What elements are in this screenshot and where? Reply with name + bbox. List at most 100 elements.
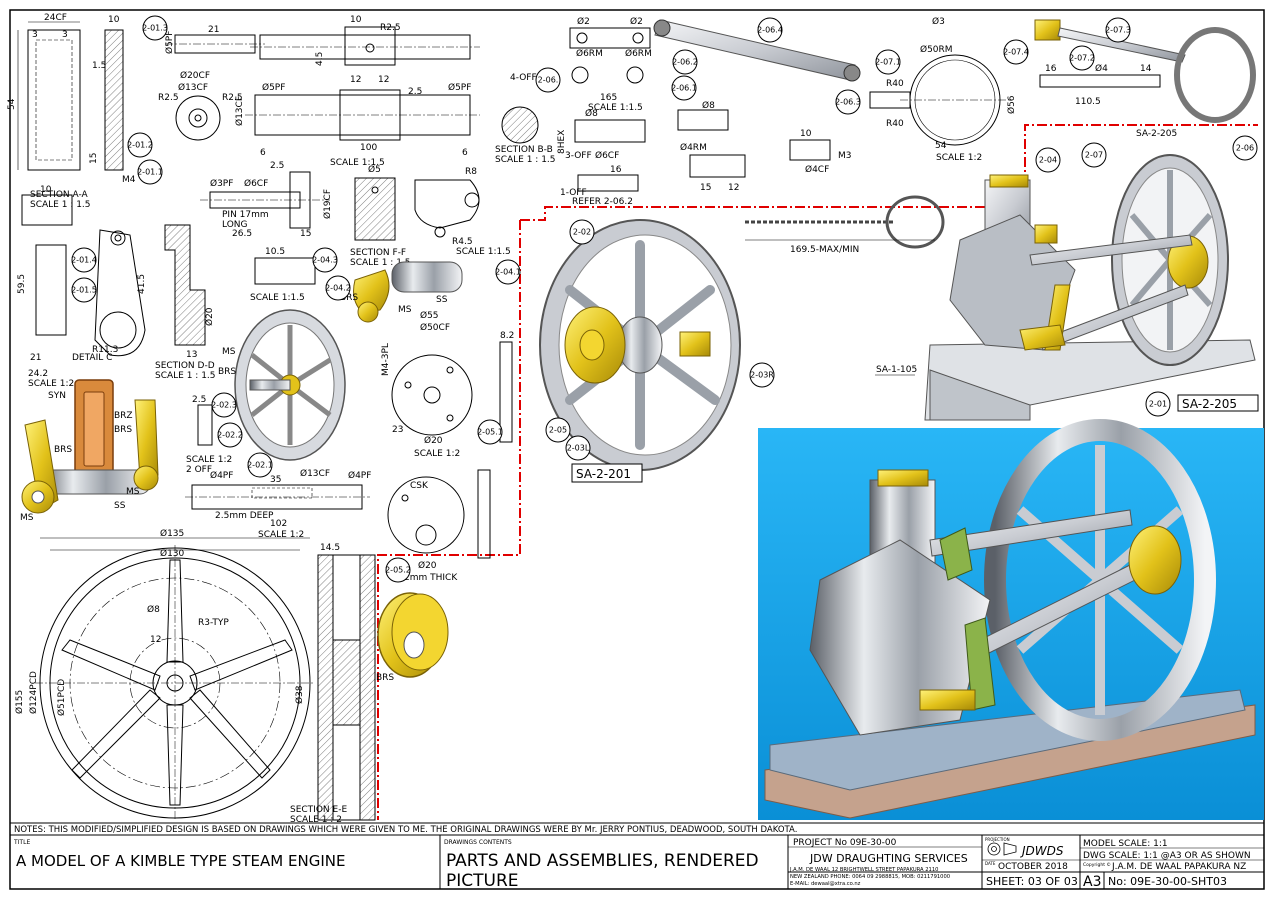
section-bb-scale: SCALE 1 : 1.5 [495, 155, 556, 165]
section-dd-label: SECTION D-D [155, 361, 215, 371]
material-ss: SS [114, 501, 126, 511]
max-min-label: 169.5-MAX/MIN [790, 245, 859, 255]
balloon-2-01-4[interactable]: 2-01.4 [71, 247, 97, 273]
balloon-2-07-2[interactable]: 2-07.2 [1069, 45, 1095, 71]
dim-r2: R2.5 [380, 23, 401, 33]
svg-text:2-07.3: 2-07.3 [1105, 26, 1131, 35]
material-ms-a: MS [126, 487, 140, 497]
balloon-2-07-3[interactable]: 2-07.3 [1105, 17, 1131, 43]
contents-line-1: PARTS AND ASSEMBLIES, RENDERED [446, 851, 759, 871]
dim-21-arm: 21 [30, 353, 41, 363]
deep-label: 2.5mm DEEP [215, 511, 274, 521]
dim-20-plate: Ø20 [424, 435, 443, 446]
dim-56: Ø56 [1006, 95, 1017, 114]
render-flywheel-small: MS BRS [218, 309, 346, 461]
dim-13-dd: 13 [186, 350, 197, 360]
drawing-scale: DWG SCALE: 1:1 @A3 OR AS SHOWN [1083, 851, 1251, 861]
balloon-2-04-2[interactable]: 2-04.2 [325, 275, 351, 301]
drawing-date: OCTOBER 2018 [998, 862, 1068, 872]
dim-54: 54 [7, 98, 17, 110]
svg-text:2-02: 2-02 [573, 228, 591, 237]
dim-59-5: 59.5 [17, 274, 27, 294]
divider-line-top [520, 124, 1258, 221]
balloon-2-06-2[interactable]: 2-06.2 [672, 49, 698, 75]
balloon-2-06-dot[interactable]: 2-06. [535, 67, 561, 93]
svg-text:2-06.: 2-06. [538, 76, 559, 85]
material-ms-b: MS [20, 513, 34, 523]
material-brs-a: BRS [114, 425, 132, 435]
scale-plate: SCALE 1:2 [414, 449, 460, 459]
svg-text:2-01.3: 2-01.3 [142, 24, 168, 33]
balloon-2-06[interactable]: 2-06 [1232, 135, 1258, 161]
drawing-number: No: 09E-30-00-SHT03 [1108, 875, 1227, 888]
balloon-group: 2-01.3 2-01.2 2-01.1 2-01.4 2-01.5 2-04.… [71, 15, 1258, 583]
balloon-2-01-1[interactable]: 2-01.1 [137, 159, 163, 185]
dim-102: 102 [270, 519, 287, 529]
rendered-picture [758, 419, 1264, 820]
part-crank-disk: Ø20CF Ø13CF R2.5 R2.5 [158, 70, 243, 141]
svg-text:2-04.1: 2-04.1 [495, 268, 521, 277]
material-brs-lever: BRS [340, 293, 358, 303]
balloon-2-04[interactable]: 2-04 [1035, 147, 1061, 173]
balloon-2-02-1[interactable]: 2-02.1 [247, 452, 273, 478]
balloon-2-07-4[interactable]: 2-07.4 [1003, 39, 1029, 65]
dim-3pf: Ø3PF [210, 178, 233, 189]
section-ff-label: SECTION F-F [350, 248, 406, 258]
dim-20-dd: Ø20 [204, 307, 215, 326]
balloon-2-06-3[interactable]: 2-06.3 [835, 89, 861, 115]
dim-8-bolt2: Ø8 [702, 100, 715, 111]
balloon-2-03l[interactable]: 2-03L [565, 435, 591, 461]
dim-10-bolt: 10 [800, 129, 812, 139]
dim-35: 35 [270, 475, 281, 485]
r3-typ-label: R3-TYP [198, 618, 229, 628]
material-brs-b: BRS [54, 445, 72, 455]
svg-text:2-06.4: 2-06.4 [757, 26, 783, 35]
dim-r2-5b: R2.5 [222, 93, 243, 103]
scale-strap: SCALE 1:2 [936, 153, 982, 163]
scale-crankshaft: SCALE 1:1.5 [330, 158, 385, 168]
dim-2-5: 2.5 [408, 87, 422, 97]
sheet-number: SHEET: 03 OF 03 [986, 875, 1078, 888]
company-address-1: J.A.M. DE WAAL 12 BRIGHTWELL STREET PAPA… [789, 867, 938, 873]
part-section-ff: Ø5 SECTION F-F SCALE 1 : 1.5 [350, 164, 411, 268]
balloon-2-02-3[interactable]: 2-02.3 [211, 392, 237, 418]
balloon-2-06-1[interactable]: 2-06.1 [671, 75, 697, 101]
balloon-2-05[interactable]: 2-05 [545, 417, 571, 443]
balloon-2-01-3[interactable]: 2-01.3 [142, 15, 168, 41]
sheet-size: A3 [1083, 874, 1101, 890]
balloon-2-01-2[interactable]: 2-01.2 [127, 132, 153, 158]
part-2-06-bolt2: Ø8 Ø4RM 15 12 [677, 100, 746, 193]
part-link-2-06-1: Ø2 Ø2 Ø6RM Ø6RM 165 SCALE 1:1.5 [569, 16, 652, 113]
dim-135: Ø135 [160, 528, 184, 539]
balloon-2-01[interactable]: 2-01 [1145, 391, 1171, 417]
dim-m3: M3 [838, 151, 852, 161]
part-rod-2-07-2: 16 Ø4 14 110.5 [1039, 63, 1161, 107]
balloon-2-02[interactable]: 2-02 [569, 219, 595, 245]
balloon-2-05-2[interactable]: 2-05.2 [385, 557, 411, 583]
balloon-2-03r[interactable]: 2-03R [749, 362, 775, 388]
balloon-2-04-3[interactable]: 2-04.3 [312, 247, 338, 273]
contents-caption: DRAWINGS CONTENTS [444, 839, 512, 846]
dim-8-5: Ø8 [585, 108, 598, 119]
assembly-label-105: SA-1-105 [876, 365, 917, 375]
material-brz: BRZ [114, 411, 133, 421]
part-crank-block: 10 R2.5 4.5 [250, 15, 480, 66]
material-syn: SYN [48, 391, 66, 401]
dim-54-strap: 54 [935, 141, 947, 151]
material-ss-lever: SS [436, 295, 448, 305]
dim-5pf-top: Ø5PF [164, 31, 175, 54]
section-ee-label: SECTION E-E [290, 805, 347, 815]
scale-shaft: SCALE 1:2 [258, 530, 304, 540]
balloon-2-07[interactable]: 2-07 [1081, 142, 1107, 168]
dim-5pf-b: Ø5PF [448, 82, 471, 93]
balloon-2-05-1[interactable]: 2-05.1 [477, 419, 503, 445]
balloon-2-07-1[interactable]: 2-07.1 [875, 49, 901, 75]
dim-m4-3pl: M4-3PL [381, 343, 391, 376]
balloon-2-02-2[interactable]: 2-02.2 [217, 422, 243, 448]
assembly-label-201: SA-2-201 [576, 467, 631, 481]
dim-51pcd: Ø51PCD [56, 679, 67, 716]
balloon-2-06-4[interactable]: 2-06.4 [757, 17, 783, 43]
balloon-2-01-5[interactable]: 2-01.5 [71, 277, 97, 303]
balloon-2-04-1[interactable]: 2-04.1 [495, 259, 521, 285]
